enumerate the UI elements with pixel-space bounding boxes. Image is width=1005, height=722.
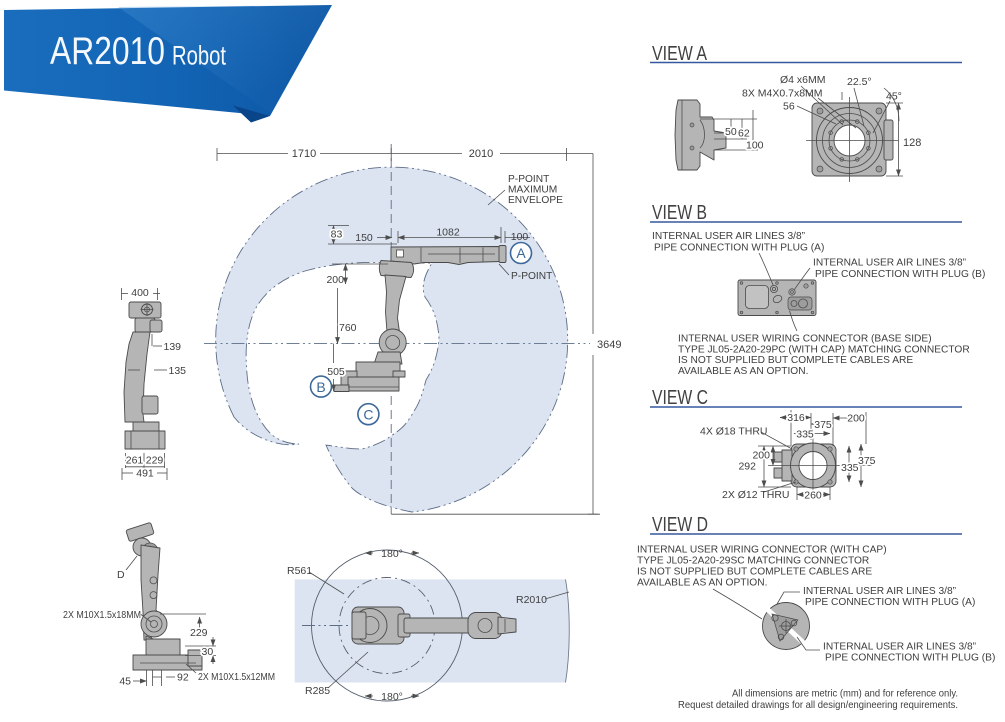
svg-text:135: 135 [169, 365, 187, 377]
svg-text:50: 50 [725, 126, 737, 138]
svg-text:100: 100 [511, 231, 529, 243]
svg-text:MAXIMUM: MAXIMUM [508, 185, 557, 196]
svg-text:150: 150 [355, 232, 373, 244]
svg-text:VIEW B: VIEW B [652, 202, 707, 224]
svg-text:100: 100 [746, 140, 764, 152]
svg-text:IS NOT SUPPLIED BUT COMPLETE C: IS NOT SUPPLIED BUT COMPLETE CABLES ARE [678, 355, 913, 366]
svg-text:INTERNAL USER AIR LINES 3/8”: INTERNAL USER AIR LINES 3/8” [813, 258, 967, 269]
svg-text:2X M10X1.5x12MM: 2X M10X1.5x12MM [198, 672, 275, 683]
svg-text:92: 92 [177, 672, 189, 684]
svg-text:760: 760 [339, 322, 357, 334]
svg-text:3649: 3649 [597, 339, 621, 351]
svg-text:INTERNAL USER WIRING CONNECTOR: INTERNAL USER WIRING CONNECTOR (WITH CAP… [637, 545, 887, 556]
svg-text:Request detailed drawings for: Request detailed drawings for all design… [678, 699, 958, 711]
svg-text:A: A [516, 245, 526, 261]
svg-text:45: 45 [119, 676, 131, 688]
svg-text:P-POINT: P-POINT [511, 271, 552, 282]
svg-text:2010: 2010 [469, 148, 493, 160]
svg-text:180°: 180° [381, 548, 403, 560]
svg-text:8X M4X0.7x8MM: 8X M4X0.7x8MM [742, 88, 823, 100]
svg-text:INTERNAL USER WIRING CONNECTOR: INTERNAL USER WIRING CONNECTOR (BASE SID… [678, 334, 932, 345]
svg-text:All dimensions are metric (mm): All dimensions are metric (mm) and for r… [732, 688, 958, 700]
svg-text:22.5°: 22.5° [847, 76, 872, 88]
svg-text:260: 260 [804, 490, 822, 502]
svg-text:200: 200 [326, 274, 344, 286]
svg-text:TYPE JL05-2A20-29PC (WITH CAP): TYPE JL05-2A20-29PC (WITH CAP) MATCHING … [678, 344, 970, 355]
svg-text:200: 200 [752, 450, 770, 462]
svg-text:1710: 1710 [292, 148, 316, 160]
svg-text:180°: 180° [381, 691, 403, 703]
svg-text:D: D [117, 569, 125, 581]
svg-text:491: 491 [136, 468, 154, 480]
svg-text:PIPE CONNECTION WITH PLUG (A): PIPE CONNECTION WITH PLUG (A) [654, 243, 824, 254]
svg-text:400: 400 [131, 287, 149, 299]
svg-text:PIPE CONNECTION WITH PLUG (B): PIPE CONNECTION WITH PLUG (B) [815, 269, 985, 280]
svg-text:316: 316 [787, 412, 805, 424]
svg-text:VIEW A: VIEW A [652, 43, 708, 65]
svg-text:200: 200 [847, 413, 865, 425]
svg-text:P-POINT: P-POINT [508, 174, 549, 185]
svg-text:2X Ø12 THRU: 2X Ø12 THRU [722, 489, 790, 501]
svg-text:2X M10X1.5x18MM: 2X M10X1.5x18MM [63, 610, 141, 621]
svg-text:375: 375 [814, 419, 832, 431]
svg-text:375: 375 [858, 455, 876, 467]
svg-text:292: 292 [738, 461, 756, 473]
svg-text:Robot: Robot [172, 41, 226, 71]
svg-text:ENVELOPE: ENVELOPE [508, 195, 563, 206]
svg-text:AVAILABLE AS AN OPTION.: AVAILABLE AS AN OPTION. [678, 366, 808, 377]
svg-text:C: C [363, 407, 373, 423]
svg-text:R2010: R2010 [516, 594, 547, 606]
svg-text:229: 229 [190, 627, 208, 639]
svg-text:229: 229 [146, 455, 164, 467]
svg-text:335: 335 [796, 429, 814, 441]
svg-text:R285: R285 [305, 685, 330, 697]
svg-text:AVAILABLE AS AN OPTION.: AVAILABLE AS AN OPTION. [637, 578, 767, 589]
svg-text:PIPE CONNECTION WITH PLUG (B): PIPE CONNECTION WITH PLUG (B) [825, 653, 995, 664]
svg-text:Ø4 x6MM: Ø4 x6MM [780, 74, 826, 86]
svg-text:R561: R561 [287, 565, 312, 577]
svg-text:83: 83 [331, 229, 343, 241]
svg-text:VIEW C: VIEW C [652, 387, 708, 409]
svg-text:1082: 1082 [436, 227, 460, 239]
svg-text:261: 261 [126, 455, 144, 467]
svg-text:335: 335 [841, 462, 859, 474]
svg-text:139: 139 [164, 341, 182, 353]
svg-text:INTERNAL USER AIR LINES 3/8”: INTERNAL USER AIR LINES 3/8” [823, 642, 977, 653]
svg-text:TYPE JL05-2A20-29SC MATCHING C: TYPE JL05-2A20-29SC MATCHING CONNECTOR [637, 556, 869, 567]
svg-text:PIPE CONNECTION WITH PLUG (A): PIPE CONNECTION WITH PLUG (A) [805, 597, 975, 608]
svg-text:AR2010: AR2010 [50, 30, 165, 73]
svg-text:30: 30 [202, 646, 214, 658]
svg-text:VIEW D: VIEW D [652, 514, 708, 536]
svg-text:INTERNAL USER AIR LINES 3/8”: INTERNAL USER AIR LINES 3/8” [803, 586, 957, 597]
svg-text:128: 128 [903, 137, 921, 149]
svg-text:IS NOT SUPPLIED BUT COMPLETE C: IS NOT SUPPLIED BUT COMPLETE CABLES ARE [637, 567, 872, 578]
svg-text:B: B [316, 379, 325, 395]
svg-text:INTERNAL USER AIR LINES 3/8”: INTERNAL USER AIR LINES 3/8” [652, 231, 806, 242]
svg-text:62: 62 [738, 128, 750, 140]
svg-text:56: 56 [783, 101, 795, 113]
svg-text:4X Ø18 THRU: 4X Ø18 THRU [700, 426, 768, 438]
svg-text:505: 505 [327, 366, 345, 378]
